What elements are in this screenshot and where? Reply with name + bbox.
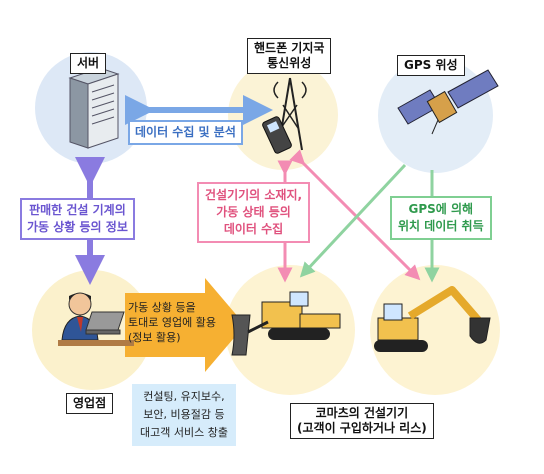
gps-label: GPS 위성 [397, 55, 465, 76]
tower-label: 핸드폰 기지국 통신위성 [247, 38, 332, 74]
sales-use-note: 가동 상황 등을 토대로 영업에 활용 (정보 활용) [128, 301, 216, 344]
server-label: 서버 [70, 53, 107, 74]
data-collect-note: 데이터 수집 및 분석 [128, 120, 243, 145]
location-note: 건설기기의 소재지, 가동 상태 등의 데이터 수집 [197, 182, 311, 243]
excavator-icon [374, 286, 491, 352]
tower-phone-icon [262, 77, 307, 154]
satellite-icon [397, 69, 499, 135]
services-note: 컨설팅, 유지보수, 보안, 비용절감 등 대고객 서비스 창출 [132, 384, 236, 446]
dealer-person-icon [58, 292, 134, 346]
gps-pos-note: GPS에 의해 위치 데이터 취득 [390, 196, 492, 240]
bulldozer-icon [231, 291, 341, 356]
dealer-label: 영업점 [66, 393, 114, 414]
machine-label: 코마츠의 건설기기 (고객이 구입하거나 리스) [290, 403, 434, 439]
arrow-dealer-machine [125, 278, 245, 372]
server-icon [68, 67, 120, 149]
arrow-gps-bulldozer [299, 163, 407, 278]
sales-info-note: 판매한 건설 기계의 가동 상황 등의 정보 [20, 198, 135, 240]
